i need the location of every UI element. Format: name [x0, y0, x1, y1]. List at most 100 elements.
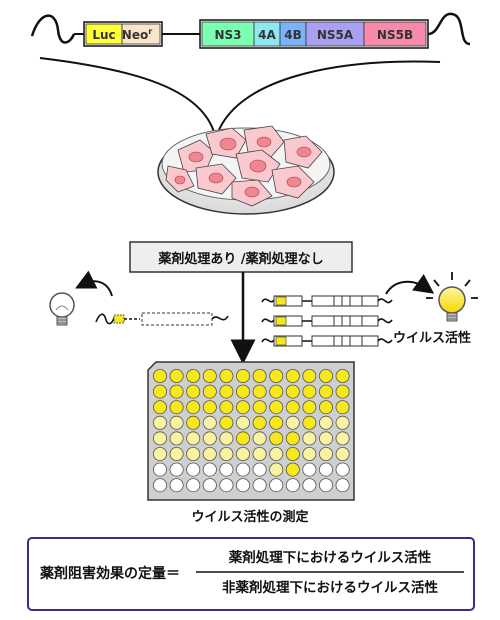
well [235, 384, 250, 399]
transfection-line-right [217, 60, 441, 133]
well [318, 368, 333, 383]
treatment-label: 薬剤処理あり /薬剤処理なし [157, 251, 323, 267]
degraded-rna [95, 312, 229, 326]
lightbulb-on-icon [426, 272, 478, 322]
well [318, 462, 333, 477]
virus-activity-label: ウイルス活性 [393, 330, 471, 346]
well [302, 478, 317, 493]
well [335, 478, 350, 493]
well [335, 400, 350, 415]
well [235, 400, 250, 415]
well [186, 462, 201, 477]
well [235, 431, 250, 446]
well [285, 446, 300, 461]
formula-lhs: 薬剤阻害効果の定量＝ [40, 565, 180, 582]
well [318, 478, 333, 493]
well [219, 368, 234, 383]
segment-ns5a-label: NS5A [317, 28, 354, 42]
well [202, 384, 217, 399]
well [219, 478, 234, 493]
well [235, 478, 250, 493]
segment-4a-label: 4A [258, 28, 276, 42]
well [285, 368, 300, 383]
culture-dish [157, 125, 335, 215]
lightbulb-off-icon [49, 292, 75, 326]
transfection-line-left [39, 57, 215, 133]
well [219, 384, 234, 399]
rna-tail-right [427, 12, 471, 46]
well [318, 415, 333, 430]
formula-box: 薬剤阻害効果の定量＝ 薬剤処理下におけるウイルス活性 非薬剤処理下におけるウイル… [27, 537, 475, 611]
intact-rna-3 [261, 335, 393, 347]
well [152, 415, 167, 430]
rna-tail-left [30, 14, 76, 44]
well [169, 384, 184, 399]
well [318, 446, 333, 461]
well [252, 478, 267, 493]
well [335, 431, 350, 446]
well [186, 478, 201, 493]
well [186, 400, 201, 415]
well [252, 400, 267, 415]
well [269, 462, 284, 477]
well [169, 478, 184, 493]
well [219, 400, 234, 415]
well [302, 415, 317, 430]
well [269, 431, 284, 446]
well [318, 400, 333, 415]
well [169, 446, 184, 461]
intact-rna-1 [261, 295, 393, 307]
formula-numerator: 薬剤処理下におけるウイルス活性 [229, 549, 432, 566]
well [269, 478, 284, 493]
well [302, 384, 317, 399]
formula-denominator: 非薬剤処理下におけるウイルス活性 [222, 579, 438, 596]
well [235, 415, 250, 430]
segment-ns3-label: NS3 [214, 28, 241, 42]
well [202, 431, 217, 446]
well [169, 462, 184, 477]
well [252, 431, 267, 446]
well [318, 384, 333, 399]
well [235, 446, 250, 461]
well [202, 415, 217, 430]
well [202, 400, 217, 415]
well-plate [147, 361, 355, 501]
well [285, 478, 300, 493]
treatment-box: 薬剤処理あり /薬剤処理なし [129, 241, 353, 273]
segment-ns5b [363, 21, 427, 47]
well [186, 368, 201, 383]
well [302, 431, 317, 446]
well [169, 431, 184, 446]
well [219, 446, 234, 461]
well [335, 368, 350, 383]
well [202, 446, 217, 461]
well [152, 400, 167, 415]
well [202, 368, 217, 383]
well [335, 462, 350, 477]
well [269, 415, 284, 430]
well [285, 384, 300, 399]
construct-box-right: NS3 4A 4B NS5A NS5B [199, 19, 429, 49]
well [269, 400, 284, 415]
well [169, 415, 184, 430]
plate-body [147, 361, 355, 501]
well [302, 446, 317, 461]
well [186, 415, 201, 430]
well [302, 462, 317, 477]
well [285, 415, 300, 430]
segment-4b-label: 4B [284, 28, 302, 42]
intact-rna-2 [261, 315, 393, 327]
well [169, 368, 184, 383]
well [152, 478, 167, 493]
segment-luc-label: Luc [92, 28, 115, 42]
segment-ns5a [305, 21, 365, 47]
plate-label: ウイルス活性の測定 [191, 509, 308, 525]
well [302, 368, 317, 383]
well [252, 384, 267, 399]
construct-box-left: Luc Neor [83, 21, 163, 47]
well [302, 400, 317, 415]
well [269, 446, 284, 461]
well [219, 415, 234, 430]
well [269, 368, 284, 383]
